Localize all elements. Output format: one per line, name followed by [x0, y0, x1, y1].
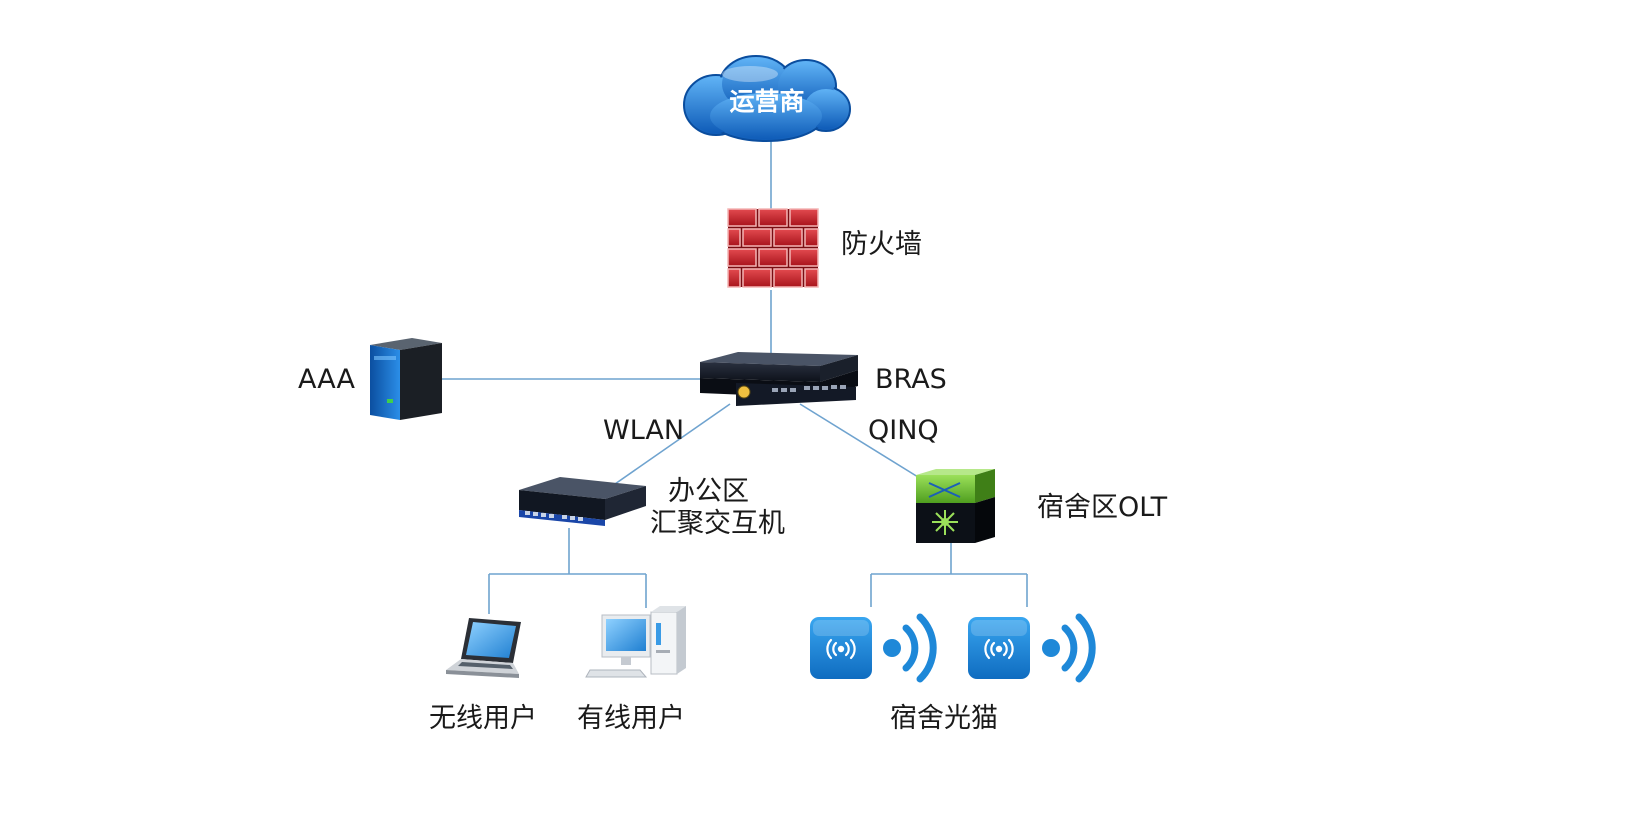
office-switch-label-line2: 汇聚交互机 — [650, 508, 785, 539]
link-bras-olt — [799, 403, 919, 478]
cloud-icon — [683, 55, 851, 142]
wireless-modem-icon — [968, 613, 1096, 683]
olt-icon — [916, 469, 995, 543]
olt-label: 宿舍区OLT — [1037, 492, 1168, 523]
wireless-user-label: 无线用户 — [429, 703, 537, 734]
links — [442, 140, 1028, 614]
link-bras-switch — [614, 403, 731, 485]
server-tower-icon — [370, 338, 442, 420]
aaa-label: AAA — [298, 364, 355, 395]
isp-label: 运营商 — [729, 87, 804, 116]
bras-label: BRAS — [875, 364, 947, 395]
office-switch-label-line1: 办公区 — [668, 476, 749, 507]
qinq-link-label: QINQ — [868, 415, 939, 446]
firewall-label: 防火墙 — [841, 229, 922, 260]
wired-user-label: 有线用户 — [577, 703, 685, 734]
wlan-link-label: WLAN — [603, 415, 684, 446]
laptop-icon — [446, 618, 521, 678]
dorm-modem-label: 宿舍光猫 — [890, 703, 998, 734]
desktop-pc-icon — [585, 606, 686, 678]
wireless-modem-icon — [810, 613, 937, 683]
rack-router-icon — [700, 352, 858, 406]
switch-icon — [519, 477, 646, 526]
firewall-icon — [727, 208, 819, 288]
